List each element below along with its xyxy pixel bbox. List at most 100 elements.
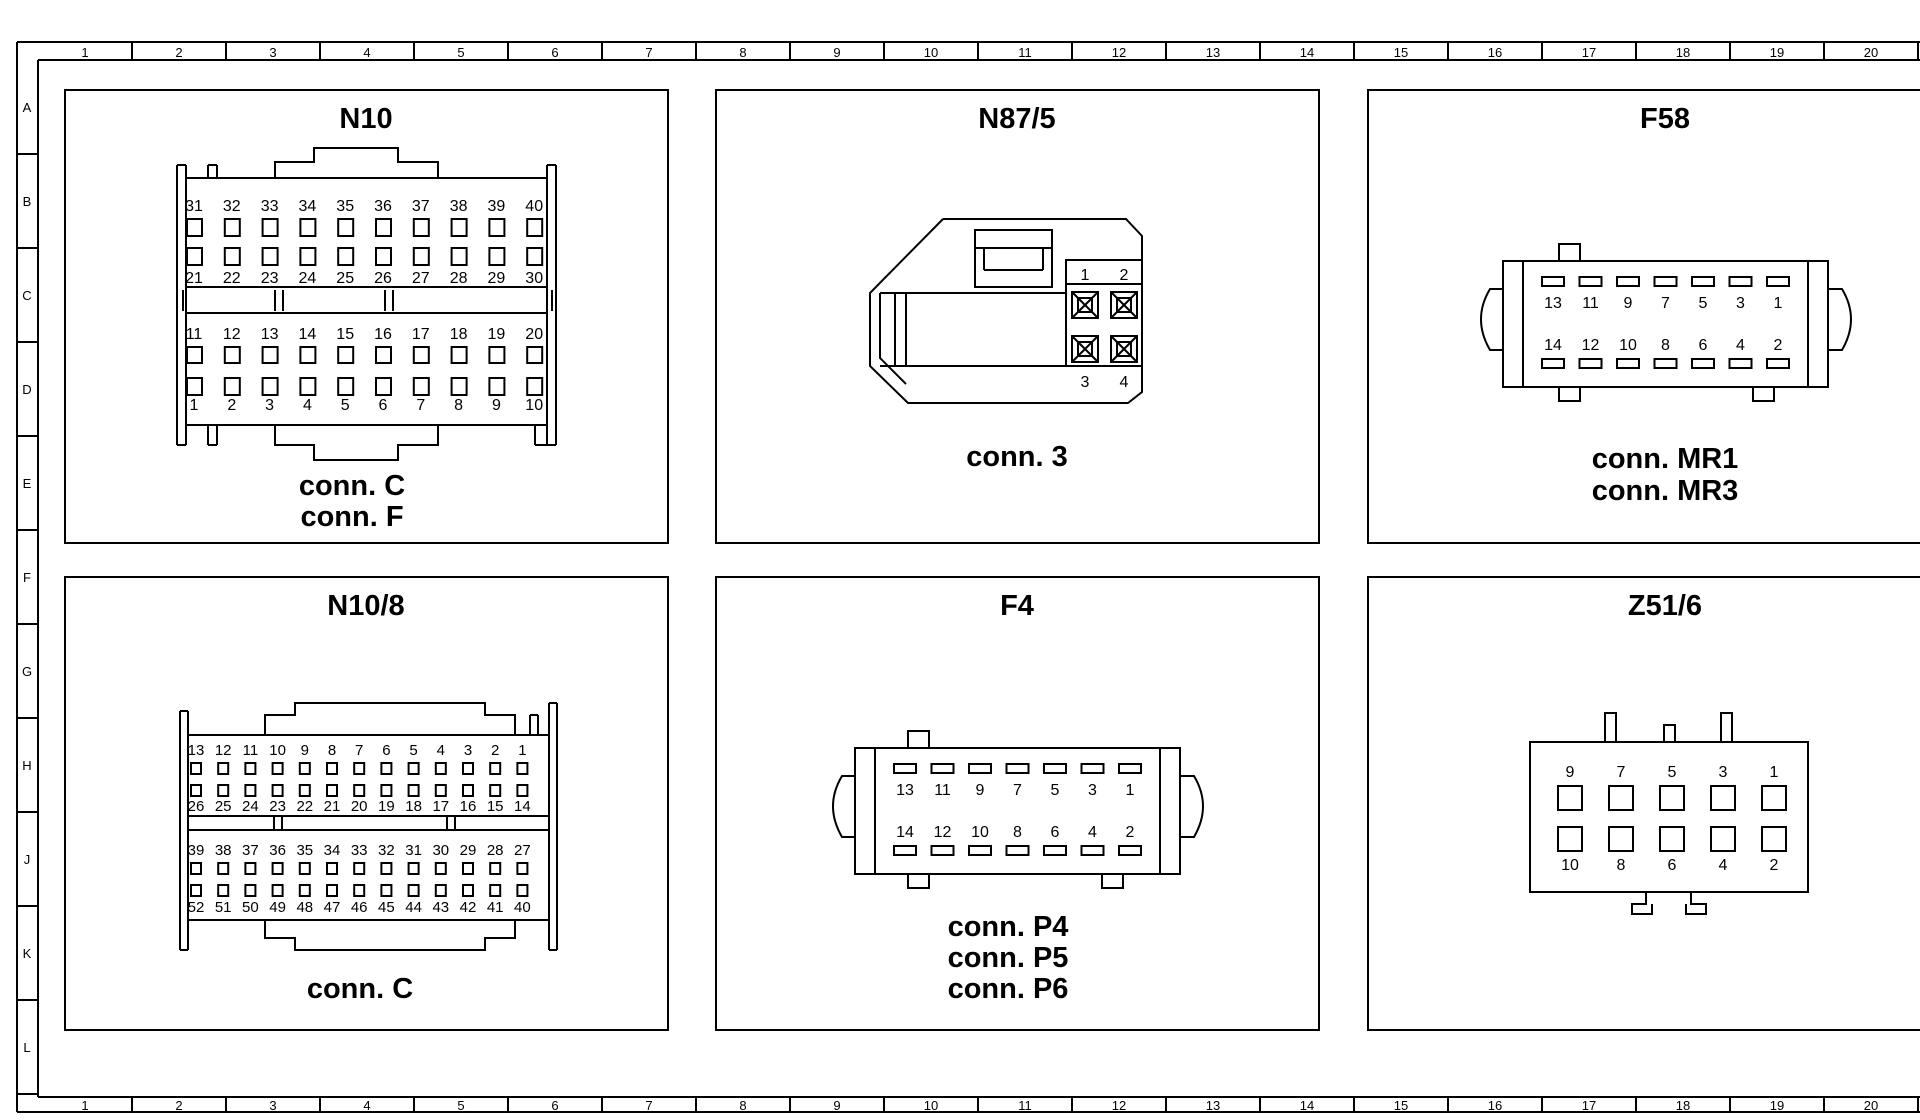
grid-column-label: 2 [175,45,182,60]
pin-label: 9 [1566,764,1575,781]
pin-socket [489,884,502,897]
pin-label: 1 [190,397,199,414]
pin-label: 13 [896,782,914,799]
pin-label: 35 [296,842,313,859]
pin-label: 2 [1120,267,1129,284]
pin-terminal [968,845,992,856]
pin-terminal [893,763,917,774]
pin-socket [1557,785,1583,811]
pin-label: 4 [1719,857,1728,874]
grid-column-label: 17 [1582,1098,1596,1113]
pin-label: 39 [488,198,506,215]
pin-label: 23 [261,270,279,287]
pin-socket [353,762,366,775]
pin-label: 9 [1624,295,1633,312]
pin-label: 14 [514,798,531,815]
pin-label: 4 [1120,374,1129,391]
pin-socket [1557,826,1583,852]
pin-label: 14 [299,326,317,343]
pin-label: 50 [242,899,259,916]
pin-socket [407,884,420,897]
pin-socket [326,784,338,797]
grid-column-label: 15 [1394,45,1408,60]
pin-socket [217,862,230,875]
pin-terminal [1541,358,1565,369]
pin-socket [298,762,311,775]
pin-socket [261,247,279,266]
pin-socket [1110,335,1138,363]
pin-label: 30 [525,270,543,287]
pin-label: 37 [242,842,259,859]
pin-label: 5 [1699,295,1708,312]
pin-terminal [1005,763,1030,774]
pin-socket [1659,826,1685,852]
pin-socket [299,247,317,266]
pin-label: 38 [215,842,232,859]
pin-label: 12 [934,824,952,841]
pin-label: 24 [299,270,317,287]
pin-socket [298,862,311,875]
pin-socket [450,218,468,237]
pin-socket [337,346,355,364]
connector-label: conn. C [299,470,405,502]
pin-label: 19 [488,326,506,343]
pin-socket [299,218,317,237]
pin-socket [337,247,355,266]
pin-label: 16 [374,326,392,343]
grid-column-label: 16 [1488,45,1502,60]
pin-socket [380,784,393,797]
grid-column-label: 18 [1676,45,1690,60]
pin-socket [190,762,202,775]
pin-socket [375,247,392,266]
pin-label: 2 [227,397,236,414]
pin-label: 14 [1544,337,1562,354]
pin-label: 2 [1126,824,1135,841]
pin-socket [516,784,529,797]
pin-label: 8 [1661,337,1670,354]
pin-label: 11 [186,326,203,343]
grid-row-label: E [23,476,32,491]
pin-label: 13 [1544,295,1562,312]
grid-row-label: B [23,194,32,209]
pin-label: 47 [324,899,341,916]
connector-label: conn. C [307,973,413,1005]
grid-column-label: 13 [1206,1098,1220,1113]
grid-column-label: 1 [81,1098,88,1113]
pin-label: 36 [269,842,286,859]
pin-socket [375,346,392,364]
grid-row-label: D [22,382,31,397]
pin-label: 29 [460,842,477,859]
pin-socket [1761,826,1787,852]
pin-socket [244,862,257,875]
pin-terminal [1728,358,1753,369]
pin-label: 8 [454,397,463,414]
pin-label: 15 [487,798,504,815]
pin-label: 3 [1719,764,1728,781]
pin-socket [298,884,311,897]
pin-label: 1 [1774,295,1783,312]
pin-label: 23 [269,798,286,815]
pin-socket [462,884,474,897]
pin-label: 49 [269,899,286,916]
pin-socket [261,346,279,364]
pin-label: 44 [405,899,422,916]
pin-terminal [1043,845,1067,856]
grid-column-label: 5 [457,1098,464,1113]
connector-label: conn. 3 [966,441,1068,473]
pin-socket [488,346,506,364]
pin-socket [526,218,544,237]
pin-label: 15 [336,326,354,343]
pin-terminal [1578,276,1603,287]
pin-socket [516,884,529,897]
pin-label: 33 [351,842,368,859]
pin-label: 17 [432,798,449,815]
pin-label: 6 [1699,337,1708,354]
pin-terminal [1118,763,1142,774]
grid-column-label: 6 [551,1098,558,1113]
